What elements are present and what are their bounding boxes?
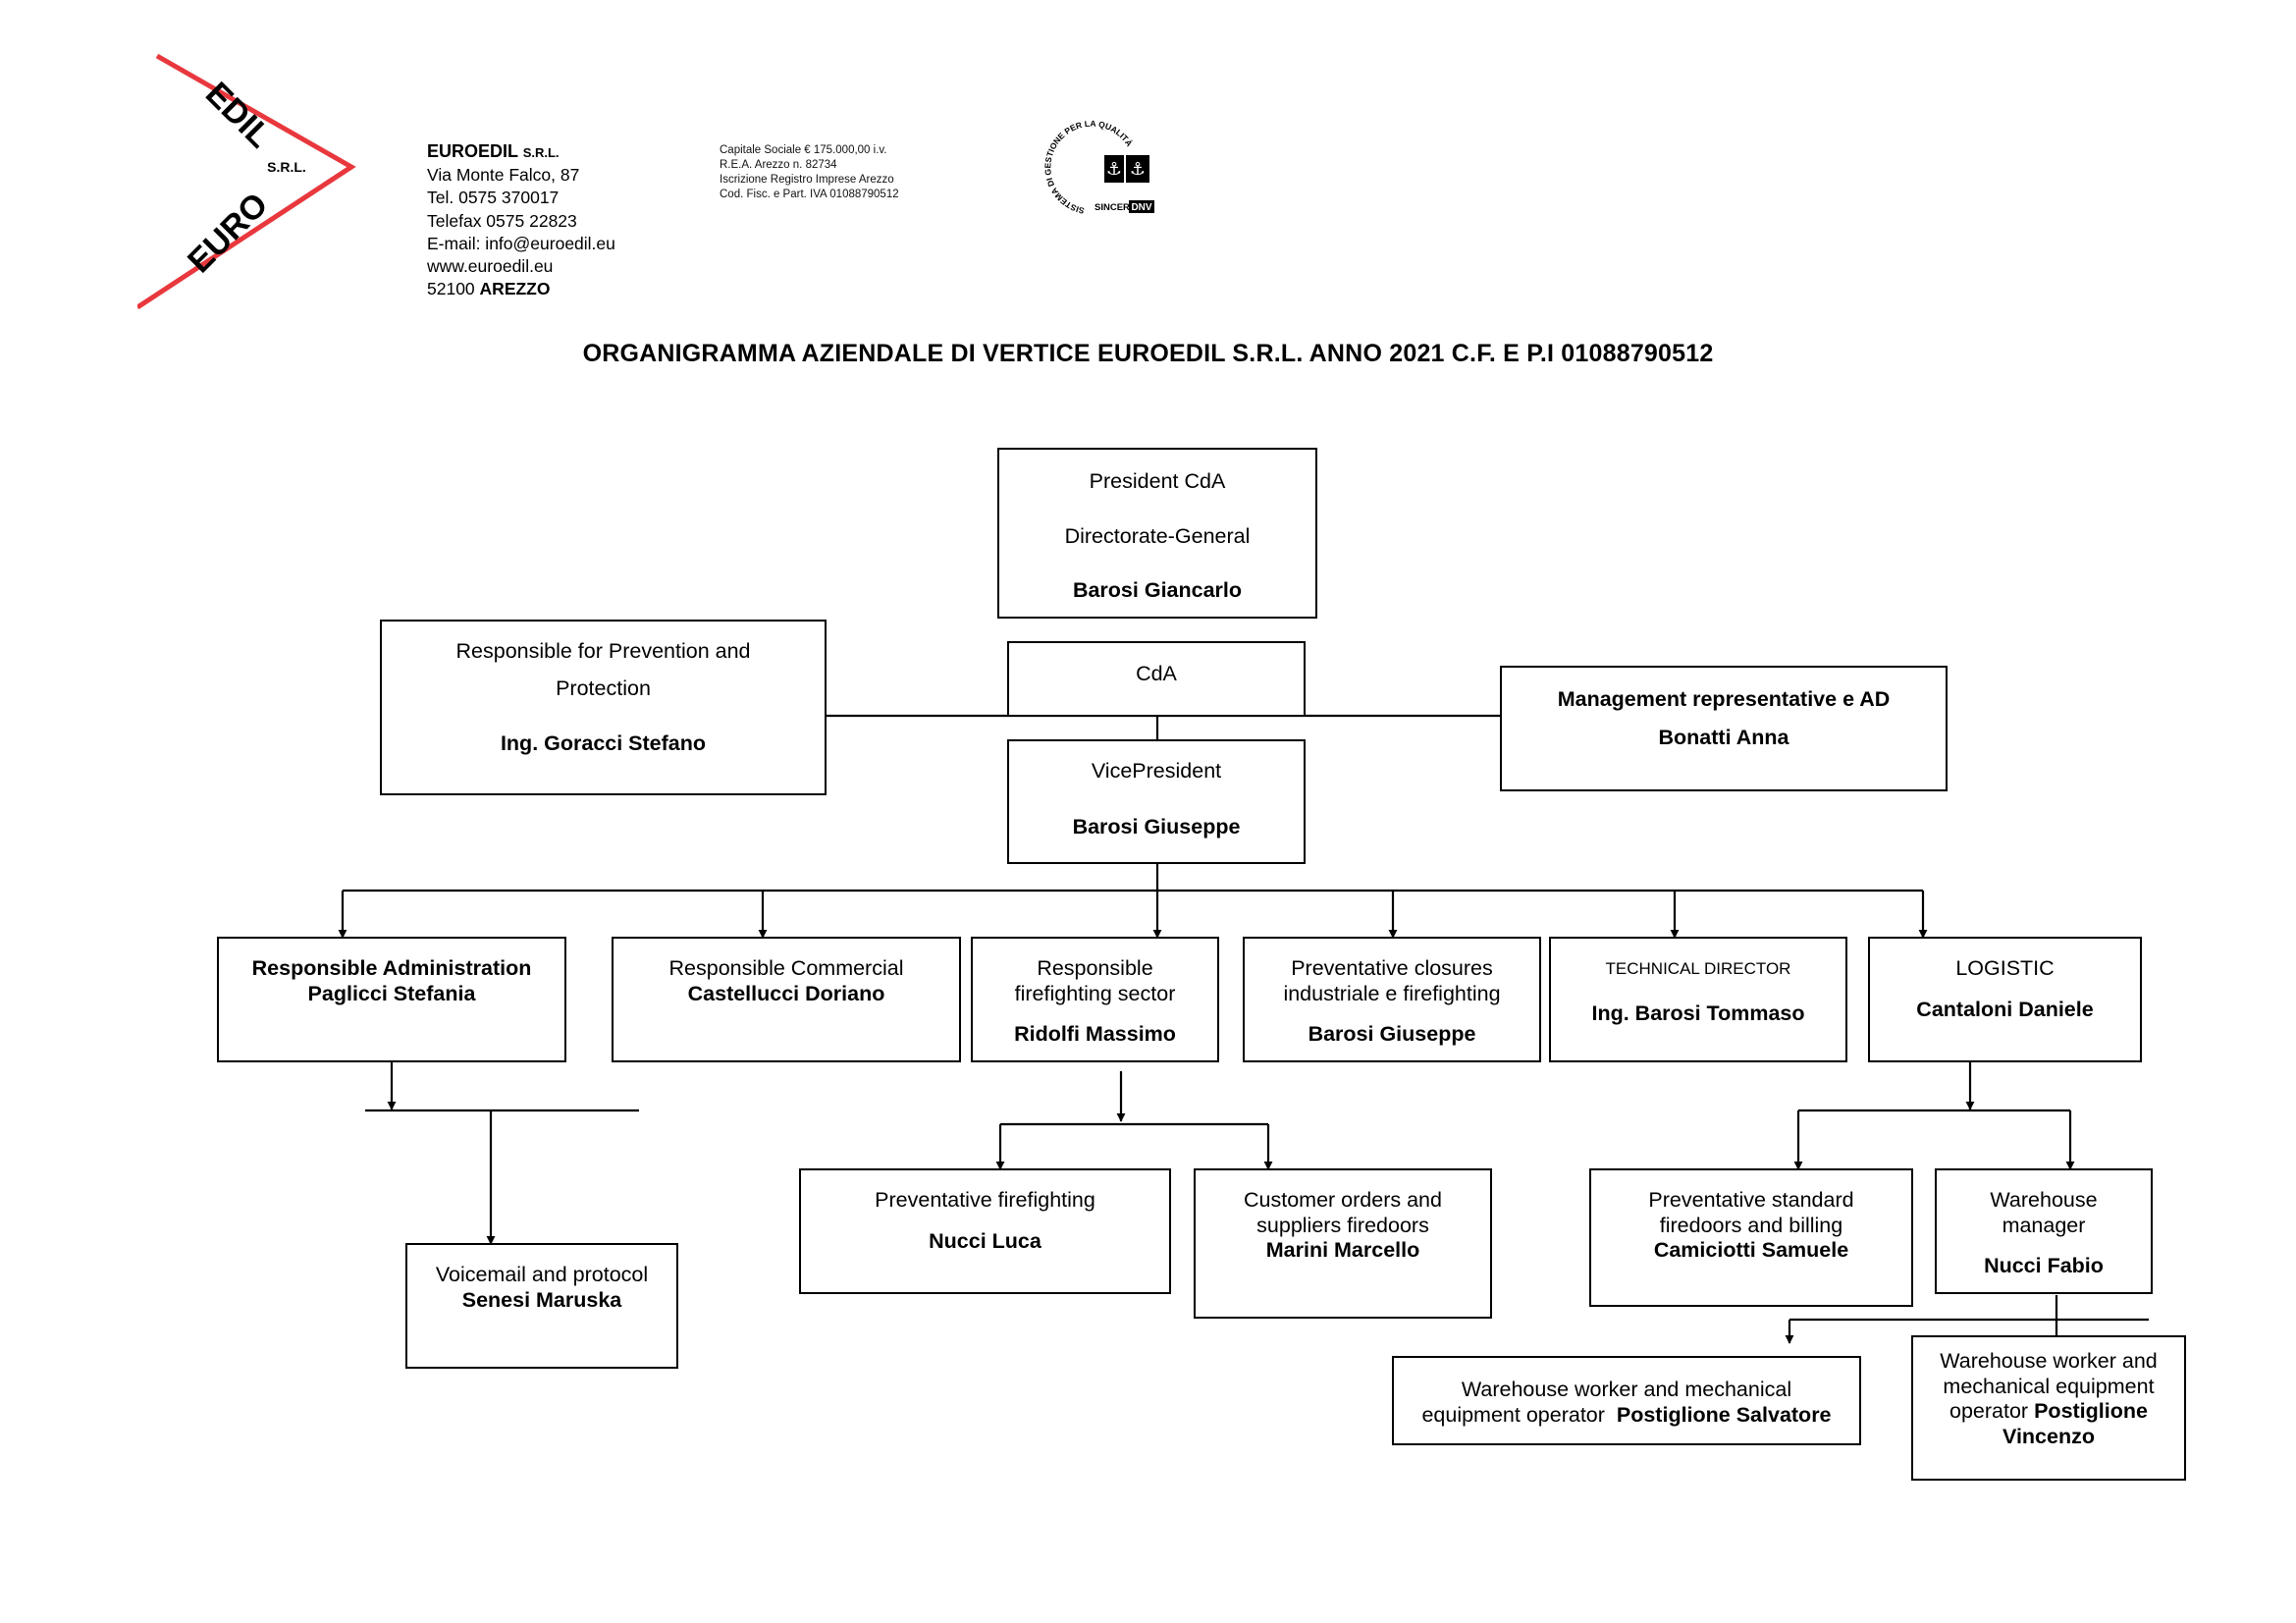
svg-text:⚓: ⚓ [1130, 159, 1146, 180]
box-firefighting: Responsible firefighting sector Ridolfi … [971, 937, 1219, 1062]
box-management-rep: Management representative e AD Bonatti A… [1500, 666, 1948, 791]
cert-sincert: SINCERT [1095, 202, 1136, 213]
box-commercial-role: Responsible Commercial [668, 956, 904, 980]
legal-capital: Capitale Sociale € 175.000,00 i.v. [720, 144, 887, 156]
box-worker2-name2: Vincenzo [2002, 1424, 2095, 1448]
company-header: EUROEDIL S.R.L. Via Monte Falco, 87 Tel.… [427, 140, 615, 300]
box-preventative-standard: Preventative standard firedoors and bill… [1589, 1168, 1913, 1307]
box-commercial-name: Castellucci Doriano [687, 981, 885, 1005]
box-orders-role2: suppliers firedoors [1256, 1213, 1429, 1237]
box-worker1-role: Warehouse worker and mechanical [1461, 1378, 1792, 1401]
company-address: Via Monte Falco, 87 [427, 165, 580, 186]
box-logistic-name: Cantaloni Daniele [1916, 997, 2094, 1021]
box-voicemail-role: Voicemail and protocol [435, 1263, 649, 1286]
company-tel: Tel. 0575 370017 [427, 188, 560, 208]
box-worker2-name: Postiglione [2034, 1399, 2148, 1423]
box-standard-role2: firedoors and billing [1659, 1213, 1843, 1237]
box-whmgr-role2: manager [2002, 1213, 2086, 1237]
box-worker2-line3: operator Postiglione [1949, 1399, 2148, 1423]
box-president: President CdA Directorate-General Barosi… [997, 448, 1317, 619]
box-warehouse-worker-2: Warehouse worker and mechanical equipmen… [1911, 1335, 2186, 1481]
box-technical-director: TECHNICAL DIRECTOR Ing. Barosi Tommaso [1549, 937, 1847, 1062]
box-worker1-name: Postiglione Salvatore [1616, 1402, 1832, 1427]
company-name: EUROEDIL S.R.L. [427, 141, 560, 161]
euroedil-logo: EDIL EURO S.R.L. [137, 54, 356, 309]
box-worker2-role2: mechanical equipment [1943, 1374, 2155, 1398]
box-vicepresident: VicePresident Barosi Giuseppe [1007, 739, 1306, 864]
company-email: E-mail: info@euroedil.eu [427, 233, 615, 253]
box-fire-role2: firefighting sector [1014, 981, 1176, 1005]
box-prevff-role: Preventative firefighting [875, 1188, 1095, 1212]
box-warehouse-manager: Warehouse manager Nucci Fabio [1935, 1168, 2153, 1294]
box-orders-role: Customer orders and [1244, 1188, 1442, 1212]
box-closures: Preventative closures industriale e fire… [1243, 937, 1541, 1062]
box-admin-name: Paglicci Stefania [307, 981, 476, 1005]
box-commercial: Responsible Commercial Castellucci Doria… [612, 937, 961, 1062]
logo-text-srl: S.R.L. [267, 159, 306, 175]
logo-chevron [137, 54, 356, 309]
box-voicemail-name: Senesi Maruska [461, 1287, 622, 1312]
box-orders-name: Marini Marcello [1265, 1238, 1420, 1262]
box-logistic-role: LOGISTIC [1955, 956, 2055, 980]
box-worker1-line2: equipment operator Postiglione Salvatore [1421, 1402, 1832, 1427]
legal-info: Capitale Sociale € 175.000,00 i.v. R.E.A… [720, 143, 899, 202]
box-whmgr-name: Nucci Fabio [1984, 1254, 2104, 1277]
box-admin-role: Responsible Administration [251, 956, 532, 980]
company-fax: Telefax 0575 22823 [427, 210, 577, 231]
box-rspp-role2: Protection [556, 676, 651, 700]
box-closures-role: Preventative closures [1291, 956, 1493, 980]
box-closures-name: Barosi Giuseppe [1308, 1022, 1476, 1046]
box-customer-orders: Customer orders and suppliers firedoors … [1194, 1168, 1492, 1319]
box-vice-role: VicePresident [1091, 759, 1222, 783]
box-president-role2: Directorate-General [1064, 523, 1251, 548]
box-mgmt-name: Bonatti Anna [1658, 725, 1789, 749]
box-rspp-role: Responsible for Prevention and [455, 639, 751, 663]
box-voicemail: Voicemail and protocol Senesi Maruska [405, 1243, 678, 1369]
company-web: www.euroedil.eu [427, 256, 554, 277]
page-title: ORGANIGRAMMA AZIENDALE DI VERTICE EUROED… [582, 340, 1714, 367]
box-tech-name: Ing. Barosi Tommaso [1591, 1001, 1805, 1025]
box-mgmt-role: Management representative e AD [1557, 687, 1891, 711]
box-standard-name: Camiciotti Samuele [1653, 1238, 1849, 1262]
box-standard-role: Preventative standard [1648, 1188, 1854, 1212]
iso-certification-stamp: SISTEMA DI GESTIONE PER LA QUALITÀ CERTI… [1036, 110, 1154, 216]
legal-rea: R.E.A. Arezzo n. 82734 [720, 159, 837, 171]
box-prevff-name: Nucci Luca [929, 1228, 1041, 1253]
box-vice-name: Barosi Giuseppe [1072, 814, 1241, 839]
box-rspp: Responsible for Prevention and Protectio… [380, 620, 827, 795]
box-fire-role: Responsible [1037, 956, 1153, 980]
cert-dnv: DNV [1131, 202, 1151, 213]
box-cda: CdA [1007, 641, 1306, 717]
box-president-role: President CdA [1089, 469, 1226, 493]
box-tech-role: TECHNICAL DIRECTOR [1605, 959, 1791, 978]
box-logistic: LOGISTIC Cantaloni Daniele [1868, 937, 2142, 1062]
legal-vat: Cod. Fisc. e Part. IVA 01088790512 [720, 189, 899, 200]
box-fire-name: Ridolfi Massimo [1014, 1022, 1176, 1046]
svg-text:⚓: ⚓ [1106, 159, 1122, 180]
box-administration: Responsible Administration Paglicci Stef… [217, 937, 566, 1062]
box-closures-role2: industriale e firefighting [1283, 981, 1501, 1005]
box-rspp-name: Ing. Goracci Stefano [500, 731, 707, 755]
box-whmgr-role: Warehouse [1990, 1188, 2098, 1212]
box-preventative-firefighting: Preventative firefighting Nucci Luca [799, 1168, 1171, 1294]
legal-registry: Iscrizione Registro Imprese Arezzo [720, 174, 894, 186]
company-city: 52100 AREZZO [427, 279, 551, 299]
box-cda-label: CdA [1136, 662, 1177, 685]
box-worker2-role: Warehouse worker and [1940, 1349, 2158, 1373]
box-warehouse-worker-1: Warehouse worker and mechanical equipmen… [1392, 1356, 1861, 1445]
box-president-name: Barosi Giancarlo [1072, 578, 1243, 602]
